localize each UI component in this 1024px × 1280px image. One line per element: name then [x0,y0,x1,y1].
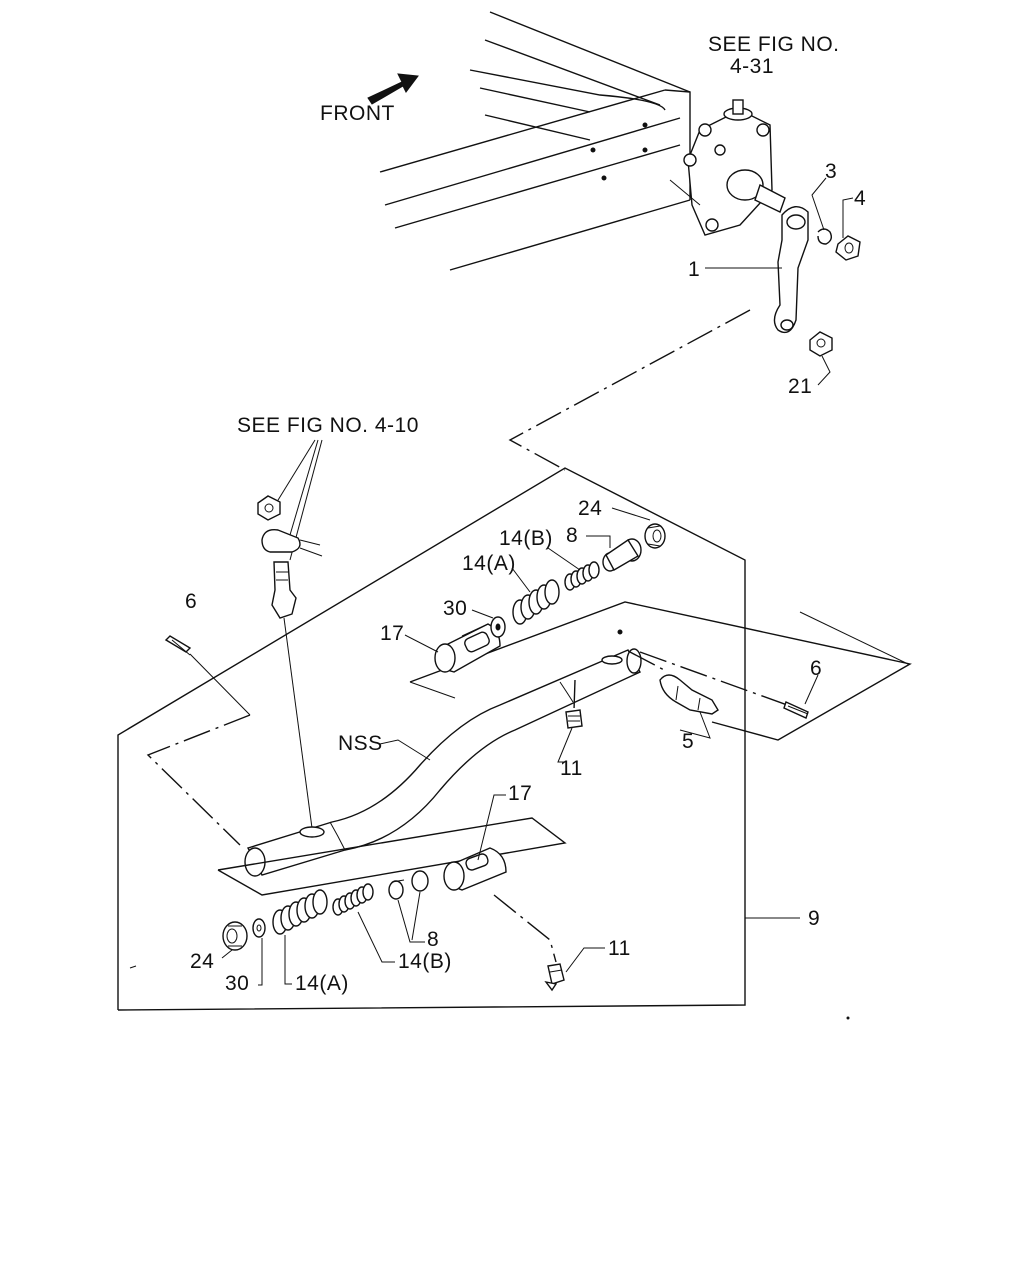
label-part-11-top: 11 [560,757,583,780]
nut-21 [809,331,833,357]
label-part-17-bottom: 17 [508,782,532,805]
label-part-5: 5 [682,730,694,753]
washer-30-bottom [252,918,266,938]
label-part-14b-top: 14(B) [499,527,553,550]
nut-4 [835,235,861,261]
ball-stud-5 [659,674,719,715]
washer-30-top [490,616,506,638]
see-fig-4-10-label: SEE FIG NO. 4-10 [237,414,419,437]
label-part-8-bottom: 8 [427,928,439,951]
label-part-17-top: 17 [380,622,404,645]
label-part-24-top: 24 [578,497,602,520]
label-part-6-right: 6 [810,657,822,680]
label-part-3: 3 [825,160,837,183]
see-fig-4-31-label: SEE FIG NO. [708,33,840,56]
label-part-24-bottom: 24 [190,950,214,973]
label-nss: NSS [338,732,383,755]
label-part-1: 1 [688,258,700,281]
frame-rail [379,11,691,271]
spring-14b-top [564,561,600,591]
label-part-6-left: 6 [185,590,197,613]
cotter-pin-right [783,701,809,719]
steering-gear-box [669,99,786,236]
label-part-14a-bottom: 14(A) [295,972,349,995]
label-part-30-bottom: 30 [225,972,249,995]
front-arrow-icon [367,73,419,105]
see-fig-4-31-number: 4-31 [730,55,774,78]
label-part-8-top: 8 [566,524,578,547]
pitman-arm [773,206,809,334]
label-part-30-top: 30 [443,597,467,620]
label-part-4: 4 [854,187,866,210]
plug-24-bottom [222,921,248,951]
drag-link-tube [244,629,642,877]
front-label: FRONT [320,102,395,125]
grease-fitting-11-upper [565,709,583,729]
label-part-9: 9 [808,907,820,930]
spring-14a-bottom [272,889,328,935]
lock-washer-3 [817,228,833,245]
cotter-pin-left [164,635,192,656]
grease-fitting-11-lower [544,963,565,992]
plug-17-bottom [443,847,507,891]
label-part-14b-bottom: 14(B) [398,950,452,973]
seat-8-top [602,538,642,572]
upper-nut [257,495,281,521]
ball-stud [271,561,297,619]
spring-14b-bottom [332,883,374,916]
label-part-11-bottom: 11 [608,937,631,960]
plug-24-top [644,523,666,549]
assembly-box [117,467,746,1011]
label-part-21: 21 [788,375,812,398]
seat-8-bottom [388,870,429,900]
plug-17-top [434,623,501,673]
label-part-14a-top: 14(A) [462,552,516,575]
spring-14a-top [512,579,560,625]
